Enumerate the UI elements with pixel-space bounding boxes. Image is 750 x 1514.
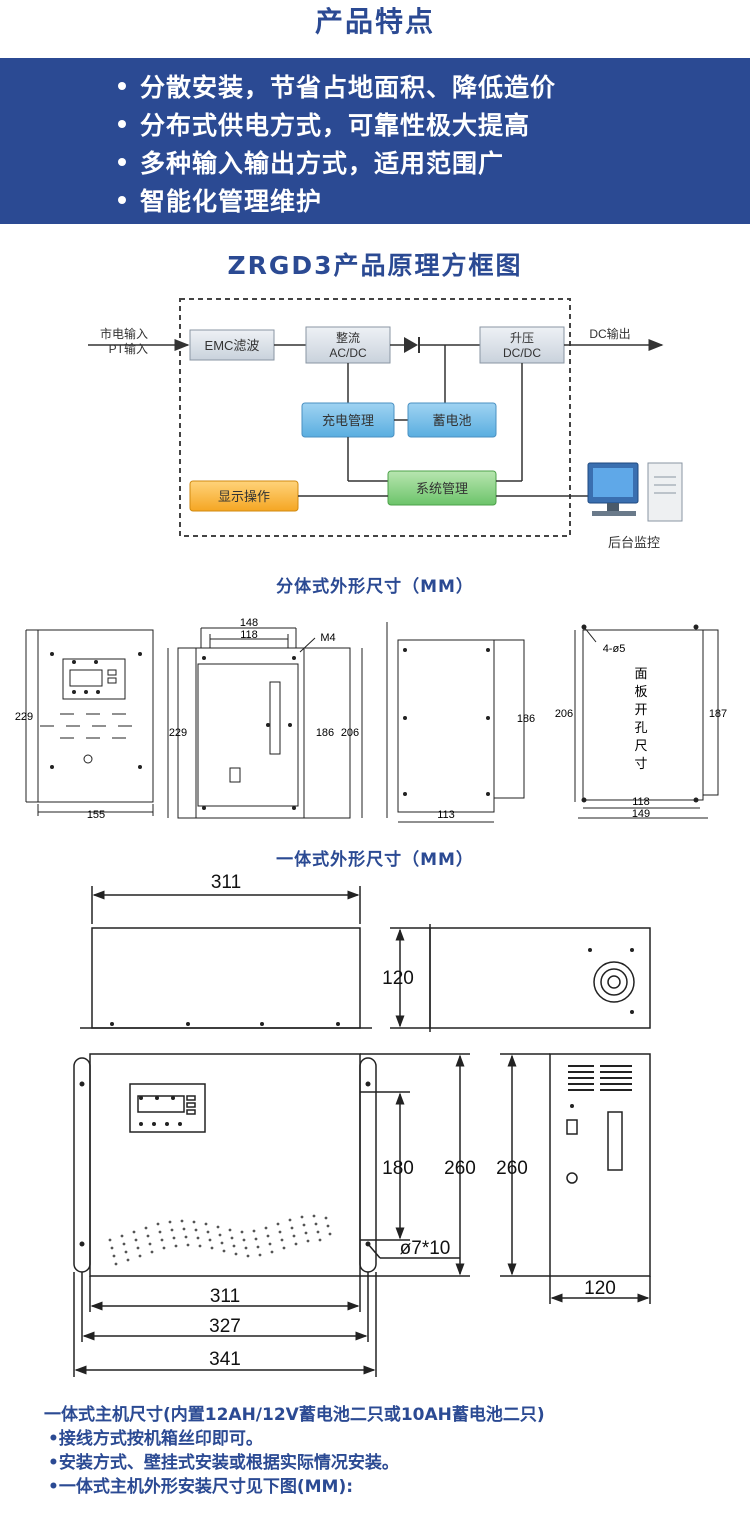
dim-label: 341	[209, 1349, 241, 1370]
feature-item: 多种输入输出方式，适用范围广	[118, 144, 504, 180]
computer-icon	[587, 462, 683, 522]
page-title: 产品特点	[314, 5, 435, 38]
input-label: 市电输入	[100, 326, 148, 341]
block-label: 系统管理	[416, 481, 468, 496]
top-view-case	[91, 927, 361, 1029]
cutout-label: 尺	[634, 738, 647, 753]
dim-label: 260	[496, 1158, 528, 1179]
cutout-label: 开	[634, 702, 647, 717]
dim-label: 327	[209, 1316, 241, 1337]
dim-label: 120	[382, 968, 414, 989]
feature-item: 分散安装，节省占地面积、降低造价	[118, 68, 556, 104]
block-label: 蓄电池	[432, 413, 471, 428]
split-type-drawings: 155 229 148 118 M4 229 186 206 186 113 2…	[15, 617, 727, 823]
dim-label: 186	[517, 713, 535, 725]
fan-icon	[593, 961, 635, 1003]
dim-label: 118	[632, 796, 650, 808]
diode-icon	[404, 337, 418, 353]
split-front-panel	[37, 629, 154, 803]
dim-label: 149	[632, 808, 650, 820]
feature-text: 分布式供电方式，可靠性极大提高	[140, 111, 531, 140]
dim-label: 180	[382, 1158, 414, 1179]
feature-text: 分散安装，节省占地面积、降低造价	[140, 73, 557, 102]
block-diagram: 市电输入 PT输入 EMC滤波 整流 AC/DC 升压 DC/DC DC输出 充…	[88, 298, 683, 550]
block-label: 升压	[510, 331, 534, 345]
note-item: •接线方式按机箱丝印即可。	[48, 1429, 263, 1449]
dim-label: 206	[555, 708, 573, 720]
battery-block	[407, 402, 497, 438]
split-dimension-title: 分体式外形尺寸（MM）	[276, 577, 474, 597]
system-block	[387, 470, 497, 506]
note-item: •一体式主机外形安装尺寸见下图(MM):	[48, 1477, 354, 1497]
integrated-dimension-title: 一体式外形尺寸（MM）	[276, 850, 474, 870]
vent-dot-pattern	[108, 1214, 332, 1266]
bullet-icon	[118, 120, 126, 128]
dim-label: 120	[584, 1278, 616, 1299]
feature-band: 分散安装，节省占地面积、降低造价 分布式供电方式，可靠性极大提高 多种输入输出方…	[0, 58, 750, 224]
feature-text: 多种输入输出方式，适用范围广	[140, 149, 505, 178]
cutout-label: 面	[634, 666, 647, 681]
cutout-label: 孔	[634, 720, 647, 735]
dim-label: ø7*10	[400, 1238, 451, 1259]
block-label: AC/DC	[329, 346, 367, 360]
cutout-label: 寸	[634, 756, 647, 771]
bullet-icon	[118, 158, 126, 166]
block-label: DC/DC	[503, 346, 541, 360]
display-panel	[129, 1083, 206, 1133]
output-label: DC输出	[589, 326, 630, 341]
feature-item: 分布式供电方式，可靠性极大提高	[118, 106, 530, 142]
note-item: •安装方式、壁挂式安装或根据实际情况安装。	[48, 1453, 399, 1473]
bullet-icon	[118, 196, 126, 204]
device-boundary	[179, 298, 571, 537]
block-label: 充电管理	[322, 413, 374, 428]
side-view-bottom-case	[549, 1053, 651, 1277]
bullet-icon	[118, 82, 126, 90]
dim-label: 113	[437, 809, 455, 821]
dim-label: M4	[320, 632, 335, 644]
monitor-label: 后台监控	[608, 535, 660, 550]
dim-label: 260	[444, 1158, 476, 1179]
dim-label: 311	[211, 872, 241, 893]
dim-label: 148	[240, 617, 258, 629]
block-label: EMC滤波	[205, 338, 260, 353]
integrated-drawings: 311 120 180 260 260 ø7*10 311 327 341 12…	[73, 872, 651, 1377]
note-main: 一体式主机尺寸(内置12AH/12V蓄电池二只或10AH蓄电池二只)	[44, 1405, 545, 1425]
dim-label: 186	[316, 727, 334, 739]
cutout-label: 板	[634, 684, 647, 699]
block-label: 整流	[336, 330, 360, 345]
block-label: 显示操作	[218, 489, 270, 504]
dim-label: 206	[341, 727, 359, 739]
vent-slots	[568, 1065, 632, 1091]
dim-label: 311	[210, 1286, 240, 1307]
dim-label: 187	[709, 708, 727, 720]
diagram-title: ZRGD3产品原理方框图	[227, 251, 523, 280]
split-mounting-holes	[50, 624, 699, 810]
feature-text: 智能化管理维护	[140, 187, 323, 216]
side-view-case	[429, 927, 651, 1029]
dim-label: 229	[15, 711, 33, 723]
dim-label: 229	[169, 727, 187, 739]
rectifier-block	[305, 326, 391, 364]
dim-label: 155	[87, 809, 105, 821]
dim-label: 4-ø5	[603, 643, 626, 655]
input-label: PT输入	[109, 341, 148, 356]
dim-label: 118	[240, 629, 258, 641]
feature-item: 智能化管理维护	[118, 182, 322, 218]
